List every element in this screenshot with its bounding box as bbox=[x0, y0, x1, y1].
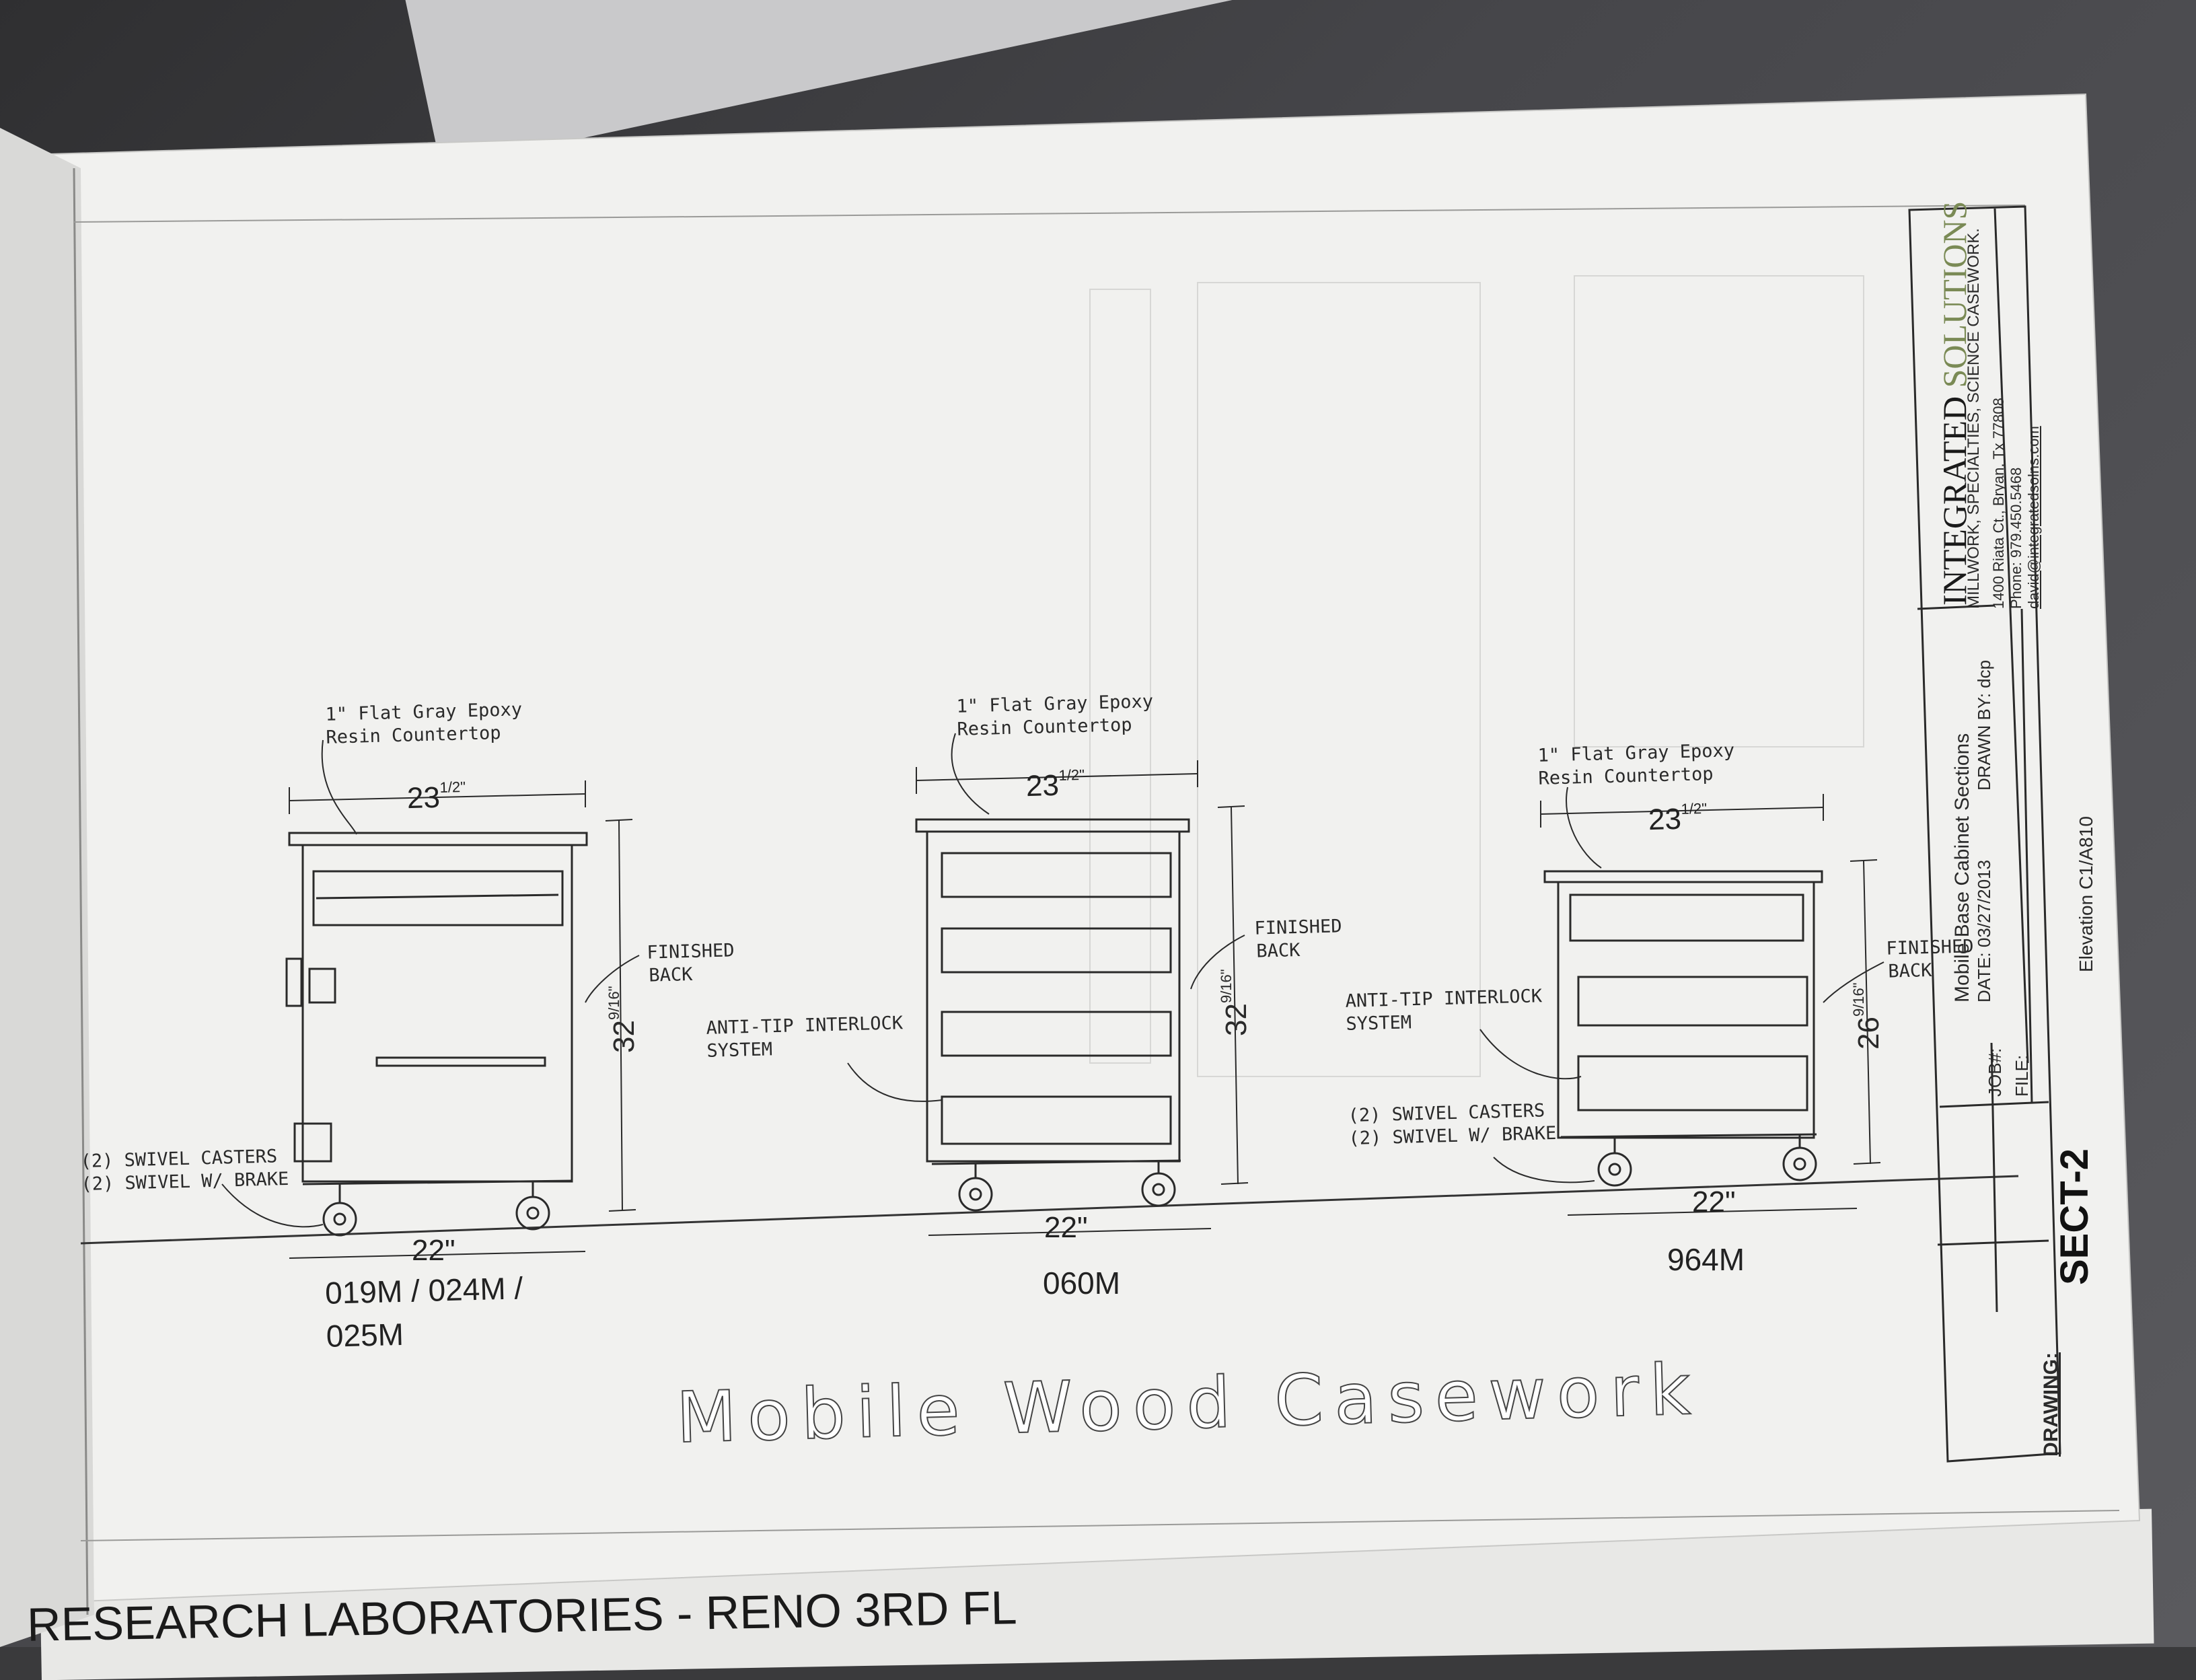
cabinet-2-model-tag: 060M bbox=[1043, 1266, 1121, 1301]
title-block-drawn-by: DRAWN BY: dcp bbox=[1974, 659, 1994, 791]
title-block-email: david@integratedsolns.com bbox=[2025, 426, 2042, 609]
cabinet-1-base-width: 22" bbox=[412, 1234, 455, 1267]
title-block-date: DATE: 03/27/2013 bbox=[1974, 859, 1994, 1002]
title-block-tagline: MILLWORK, SPECIALTIES, SCIENCE CASEWORK. bbox=[1965, 228, 1983, 609]
title-block-address: 1400 Riata Ct., Bryan, Tx 77808 bbox=[1990, 398, 2007, 609]
cabinet-3-base-width: 22" bbox=[1692, 1185, 1736, 1218]
title-block-phone: Phone: 979.450.5468 bbox=[2008, 467, 2024, 609]
cabinet-2-base-width: 22" bbox=[1044, 1211, 1088, 1244]
cabinet-3-model-tag: 964M bbox=[1667, 1242, 1745, 1277]
title-block-sheet-title: Mobile Base Cabinet Sections bbox=[1951, 733, 1973, 1002]
title-block-drawing-number: SECT-2 bbox=[2053, 1148, 2096, 1285]
title-block-job: JOB#: bbox=[1985, 1048, 2005, 1097]
title-block-drawing-label: DRAWING: bbox=[2040, 1352, 2062, 1457]
title-block-file-value: Elevation C1/A810 bbox=[2076, 816, 2096, 972]
title-block-file-label: FILE: bbox=[2012, 1054, 2032, 1097]
